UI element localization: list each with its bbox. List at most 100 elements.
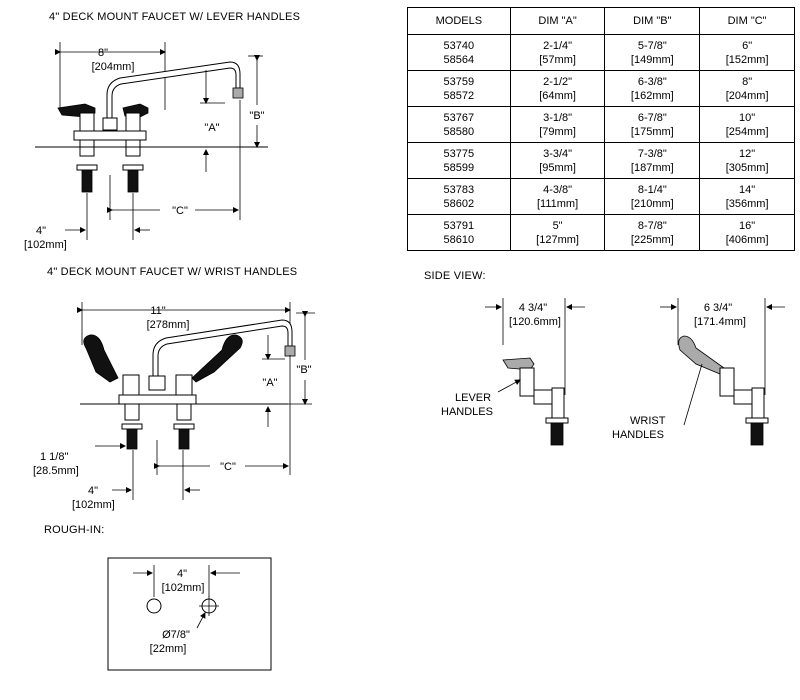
lever-dim-a: "A" bbox=[204, 122, 219, 134]
side-lever-label-1: LEVER bbox=[455, 392, 491, 404]
side-lever-label-2: HANDLES bbox=[441, 406, 493, 418]
right-lock-nut bbox=[122, 164, 144, 171]
dim-b-cell: 6-3/8"[162mm] bbox=[604, 70, 701, 107]
side-wrist-label-1: WRIST bbox=[630, 415, 666, 427]
dim-a-cell: 5"[127mm] bbox=[509, 214, 606, 251]
dim-a-cell: 4-3/8"[111mm] bbox=[509, 178, 606, 215]
dim-b-cell: 7-3/8"[187mm] bbox=[604, 142, 701, 179]
wrist-shank-mm: [28.5mm] bbox=[33, 465, 79, 477]
side-lever-inlet bbox=[533, 389, 553, 405]
lever-width-in: 8" bbox=[98, 47, 108, 59]
right-valve-body bbox=[125, 112, 141, 132]
left-threaded-shank bbox=[81, 169, 93, 193]
dim-a-cell: 3-3/4"[95mm] bbox=[509, 142, 606, 179]
dim-b-cell: 8-1/4"[210mm] bbox=[604, 178, 701, 215]
side-lever-mm: [120.6mm] bbox=[509, 316, 561, 328]
rough-in-spacing-mm: [102mm] bbox=[162, 582, 205, 594]
left-lock-nut bbox=[121, 423, 143, 430]
aerator bbox=[232, 87, 244, 99]
table-header-row: MODELS DIM "A" DIM "B" DIM "C" bbox=[407, 7, 795, 35]
aerator bbox=[284, 345, 296, 357]
lever-faucet-drawing: 4" DECK MOUNT FAUCET W/ LEVER HANDLES 8"… bbox=[24, 11, 300, 251]
side-lever-handle bbox=[502, 357, 535, 371]
side-view-drawing: SIDE VIEW: 4 3/4" [120.6mm] LEVER HANDLE… bbox=[424, 270, 785, 446]
right-threaded-shank bbox=[127, 169, 139, 193]
right-shank-body bbox=[176, 403, 192, 421]
side-wrist-base bbox=[751, 387, 765, 419]
lever-center-mm: [102mm] bbox=[24, 239, 67, 251]
wrist-dim-c: "C" bbox=[220, 461, 236, 473]
right-valve-body bbox=[175, 374, 193, 396]
rough-in-hole-mm: [22mm] bbox=[150, 643, 187, 655]
dim-c-cell: 6"[152mm] bbox=[699, 34, 795, 71]
dim-a-cell: 2-1/2"[64mm] bbox=[509, 70, 606, 107]
left-valve-body bbox=[122, 374, 140, 396]
side-wrist-handle bbox=[678, 335, 725, 375]
faucet-base bbox=[118, 394, 197, 405]
lever-dim-b: "B" bbox=[249, 110, 264, 122]
left-threaded-shank bbox=[126, 428, 138, 450]
side-view-title: SIDE VIEW: bbox=[424, 270, 486, 282]
spout-nut bbox=[102, 117, 118, 131]
side-lever-base bbox=[551, 387, 565, 419]
dim-a-cell: 3-1/8"[79mm] bbox=[509, 106, 606, 143]
left-lock-nut bbox=[76, 164, 98, 171]
dim-c-cell: 14"[356mm] bbox=[699, 178, 795, 215]
hole-leader-line bbox=[196, 612, 206, 629]
wrist-width-in: 11" bbox=[150, 305, 165, 317]
side-wrist-in: 6 3/4" bbox=[704, 302, 732, 314]
left-shank-body bbox=[124, 403, 140, 421]
side-lever-nut bbox=[545, 417, 569, 424]
dim-c-cell: 10"[254mm] bbox=[699, 106, 795, 143]
header-dim-a: DIM "A" bbox=[509, 7, 606, 35]
side-lever-in: 4 3/4" bbox=[519, 302, 547, 314]
wrist-shank-in: 1 1/8" bbox=[40, 451, 68, 463]
side-lever-valve-body bbox=[519, 367, 535, 397]
right-shank-body bbox=[125, 139, 141, 157]
side-wrist-inlet bbox=[733, 389, 753, 405]
header-dim-b: DIM "B" bbox=[604, 7, 701, 35]
header-dim-c: DIM "C" bbox=[699, 7, 795, 35]
left-mounting-hole bbox=[146, 598, 162, 614]
dim-b-cell: 5-7/8"[149mm] bbox=[604, 34, 701, 71]
dim-b-cell: 8-7/8"[225mm] bbox=[604, 214, 701, 251]
wrist-center-mm: [102mm] bbox=[72, 499, 115, 511]
dim-c-cell: 12"[305mm] bbox=[699, 142, 795, 179]
left-shank-body bbox=[79, 139, 95, 157]
right-threaded-shank bbox=[178, 428, 190, 450]
rough-in-plate bbox=[107, 557, 272, 671]
spout-nut bbox=[148, 375, 166, 391]
side-wrist-nut bbox=[745, 417, 769, 424]
wrist-leader-line bbox=[683, 363, 703, 426]
wrist-dim-b: "B" bbox=[296, 364, 311, 376]
dim-c-cell: 8"[204mm] bbox=[699, 70, 795, 107]
lever-width-mm: [204mm] bbox=[92, 61, 135, 73]
rough-in-title: ROUGH-IN: bbox=[44, 524, 104, 536]
wrist-width-mm: [278mm] bbox=[147, 319, 190, 331]
rough-in-hole-in: Ø7/8" bbox=[162, 629, 190, 641]
left-wrist-handle bbox=[83, 334, 119, 383]
side-lever-shank bbox=[550, 422, 564, 446]
header-models: MODELS bbox=[407, 7, 511, 35]
lever-faucet-title: 4" DECK MOUNT FAUCET W/ LEVER HANDLES bbox=[49, 11, 300, 23]
wrist-faucet-drawing: 4" DECK MOUNT FAUCET W/ WRIST HANDLES 11… bbox=[33, 266, 315, 511]
left-valve-body bbox=[79, 112, 95, 132]
wrist-center-in: 4" bbox=[88, 485, 98, 497]
dim-b-cell: 6-7/8"[175mm] bbox=[604, 106, 701, 143]
right-lock-nut bbox=[173, 423, 195, 430]
rough-in-spacing-in: 4" bbox=[177, 568, 187, 580]
right-wrist-handle bbox=[191, 334, 243, 383]
side-wrist-shank bbox=[750, 422, 764, 446]
side-wrist-label-2: HANDLES bbox=[612, 429, 664, 441]
